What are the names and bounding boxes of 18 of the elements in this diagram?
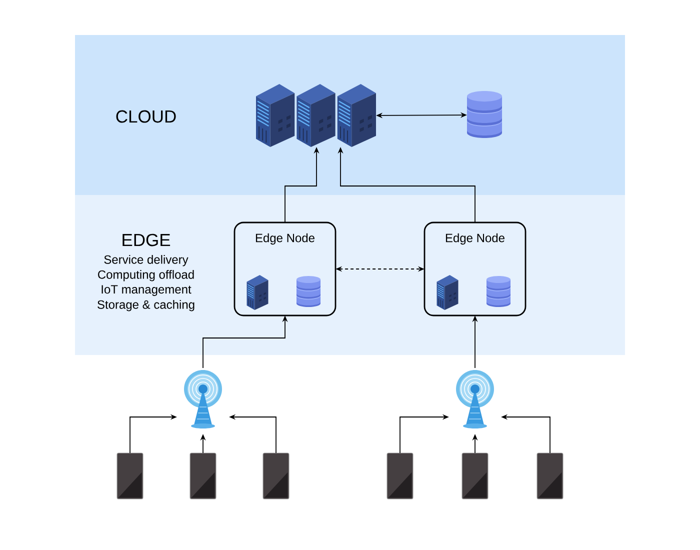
radio-tower-icon (184, 370, 222, 428)
smartphone-icon (116, 452, 144, 500)
radio-tower-icon (456, 370, 494, 428)
smartphone-icon (536, 452, 564, 500)
list-item: Storage & caching (98, 300, 194, 312)
node-box: Edge Node (424, 222, 526, 316)
layer-title: EDGE (122, 234, 170, 246)
list-item: Service delivery (104, 255, 188, 266)
database-icon (467, 91, 502, 138)
list-item: Computing offload (98, 270, 194, 282)
server-towers (256, 84, 376, 147)
smartphone-icon (462, 452, 488, 500)
layer-title: CLOUD (116, 110, 176, 123)
smartphone-icon (262, 452, 290, 500)
smartphone-icon (386, 452, 414, 500)
node-box: Edge Node (234, 222, 336, 316)
smartphone-icon (190, 452, 216, 500)
list-item: IoT management (102, 285, 192, 296)
